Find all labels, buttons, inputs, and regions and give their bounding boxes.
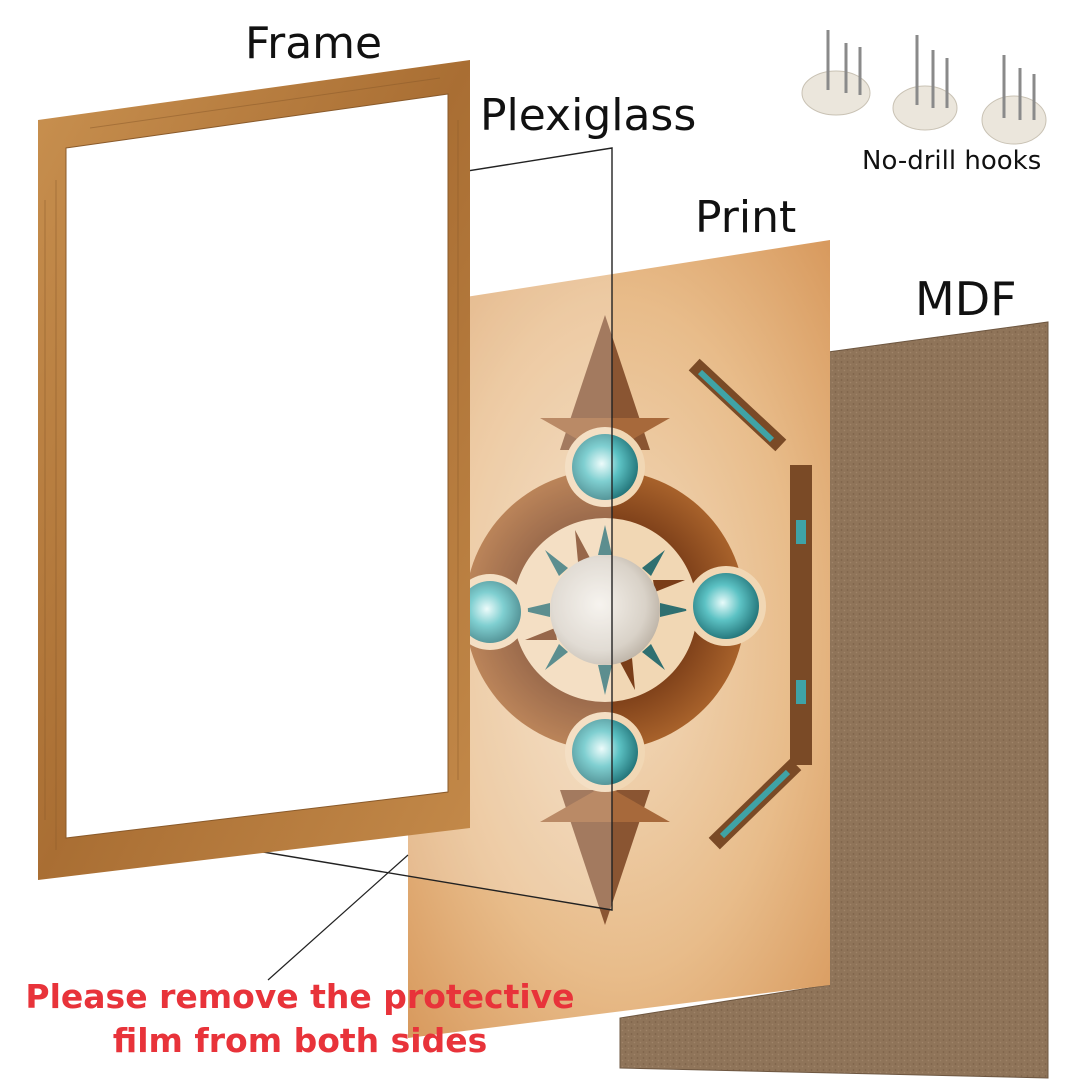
no-drill-hook-icon [801, 30, 1047, 145]
wood-frame-icon [38, 60, 470, 880]
plexiglass-label: Plexiglass [480, 90, 697, 141]
notice-line-1: Please remove the protective [25, 977, 575, 1016]
hooks-label: No-drill hooks [862, 146, 1042, 176]
protective-film-notice: Please remove the protective film from b… [20, 975, 580, 1063]
notice-pointer-line [267, 854, 409, 981]
frame-label: Frame [245, 18, 383, 69]
notice-line-2: film from both sides [112, 1021, 488, 1060]
mdf-label: MDF [915, 272, 1017, 326]
print-label: Print [695, 192, 797, 243]
